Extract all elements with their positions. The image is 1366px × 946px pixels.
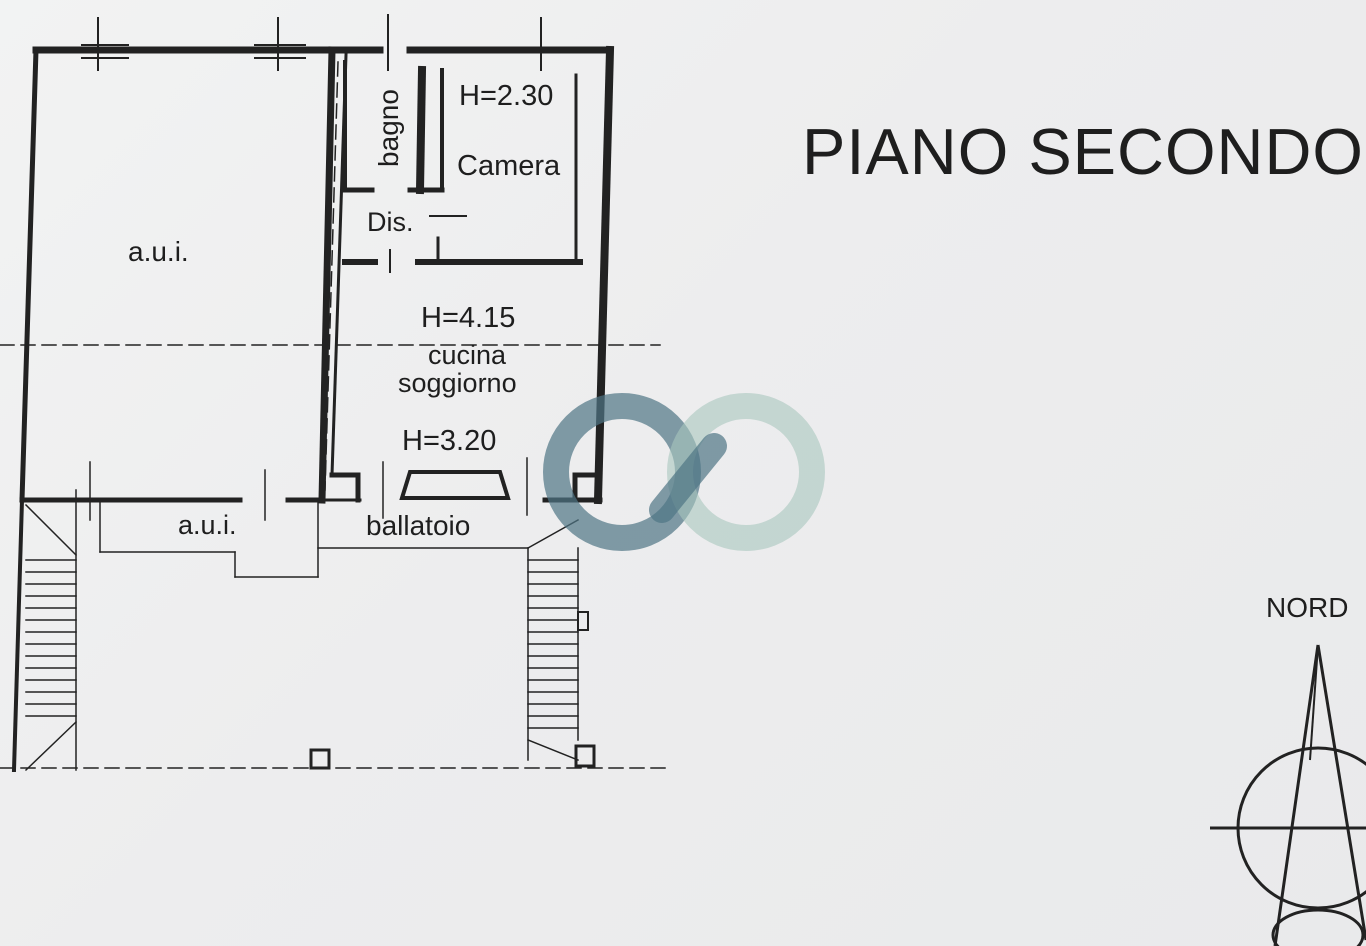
window-marks bbox=[81, 14, 542, 71]
wall-apartment bbox=[318, 45, 615, 505]
section-lines bbox=[0, 61, 673, 769]
room-label-soggiorno: soggiorno bbox=[398, 368, 517, 398]
room-label-camera: Camera bbox=[457, 150, 561, 182]
watermark-logo bbox=[543, 393, 825, 551]
pillar bbox=[577, 611, 589, 631]
camera-height: H=2.30 bbox=[459, 80, 554, 112]
pillar bbox=[574, 744, 596, 768]
room-label-dis: Dis. bbox=[367, 207, 414, 237]
cucina-height: H=4.15 bbox=[421, 302, 516, 334]
room-label-aui-main: a.u.i. bbox=[128, 236, 189, 267]
pillar bbox=[309, 748, 331, 770]
room-label-bagno: bagno bbox=[372, 89, 404, 167]
wall-outer-left bbox=[11, 46, 336, 773]
staircase-right bbox=[526, 518, 580, 761]
room-label-cucina: cucina bbox=[428, 340, 507, 370]
room-label-aui-small: a.u.i. bbox=[178, 510, 237, 540]
plan-title: PIANO SECONDO bbox=[802, 115, 1364, 188]
north-arrow-icon bbox=[1210, 644, 1366, 946]
ballatoio-height: H=3.20 bbox=[402, 425, 497, 457]
bay-window bbox=[399, 470, 511, 500]
wall-ballatoio bbox=[19, 457, 603, 771]
north-label: NORD bbox=[1266, 592, 1349, 623]
room-label-ballatoio: ballatoio bbox=[366, 510, 471, 541]
staircase-left bbox=[24, 503, 78, 772]
